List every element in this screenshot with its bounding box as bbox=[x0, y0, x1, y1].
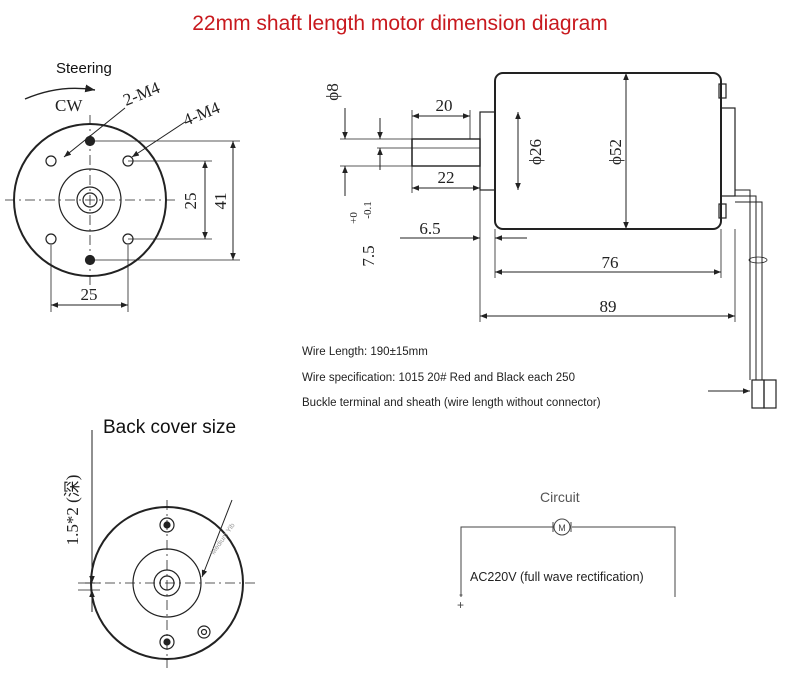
hole-4m4-bl bbox=[45, 233, 57, 245]
dim-phi26-text: ϕ26 bbox=[526, 139, 545, 165]
dim-89-text: 89 bbox=[600, 297, 617, 316]
hole-4m4-text: 4-M4 bbox=[180, 98, 223, 130]
shaft bbox=[411, 138, 481, 167]
back-hole-top bbox=[159, 517, 175, 533]
side-view bbox=[340, 72, 777, 409]
steering-label: Steering bbox=[56, 60, 112, 77]
dim-76-text: 76 bbox=[602, 253, 619, 272]
back-cover-label: Back cover size bbox=[103, 417, 237, 438]
hole-depth-text: 1.5*2 (深) bbox=[63, 475, 82, 546]
terminal-spec: Buckle terminal and sheath (wire length … bbox=[302, 397, 601, 409]
wire-1 bbox=[735, 189, 751, 380]
front-shaft-outer bbox=[76, 186, 104, 214]
wire-2 bbox=[735, 195, 757, 380]
dim-6-5-text: 6.5 bbox=[419, 219, 440, 238]
wire-3 bbox=[735, 201, 763, 380]
dim-25-vertical-text: 25 bbox=[181, 193, 200, 210]
circuit-wire-left bbox=[460, 526, 553, 597]
tol-plus-text: +0 bbox=[348, 212, 360, 224]
watermark-text: Medium Yib bbox=[210, 522, 237, 556]
dim-20-text: 20 bbox=[436, 96, 453, 115]
dim-phi8-text: ϕ8 bbox=[323, 83, 342, 100]
hole-4m4-tl bbox=[45, 155, 57, 167]
hole-2m4-text: 2-M4 bbox=[120, 78, 163, 110]
circuit-supply-label: AC220V (full wave rectification) bbox=[470, 570, 644, 584]
cw-text: CW bbox=[55, 96, 83, 115]
circuit-wire-right bbox=[572, 526, 676, 597]
cw-arrow bbox=[24, 84, 96, 100]
leader-4m4 bbox=[131, 121, 186, 158]
wire-spec: Wire specification: 1015 20# Red and Bla… bbox=[302, 372, 575, 384]
dim-22-text: 22 bbox=[438, 168, 455, 187]
rear-cap bbox=[720, 107, 736, 197]
back-diameter-leader bbox=[201, 499, 233, 578]
connector-1 bbox=[751, 379, 765, 409]
connector-2 bbox=[763, 379, 777, 409]
circuit-title: Circuit bbox=[540, 489, 580, 505]
circuit-minus: - bbox=[459, 587, 463, 601]
front-view bbox=[5, 84, 240, 312]
back-screw bbox=[197, 625, 211, 639]
circuit-diagram bbox=[460, 518, 676, 597]
diagram-title: 22mm shaft length motor dimension diagra… bbox=[192, 12, 608, 35]
tol-minus-text: -0.1 bbox=[362, 201, 374, 218]
circuit-plus: + bbox=[457, 598, 464, 612]
dim-41-vertical-text: 41 bbox=[211, 193, 230, 210]
wire-length-spec: Wire Length: 190±15mm bbox=[302, 346, 428, 358]
dim-25-horizontal-text: 25 bbox=[81, 285, 98, 304]
dim-7-5-text: 7.5 bbox=[359, 245, 378, 266]
rear-tab-top bbox=[718, 83, 727, 99]
back-hole-bottom bbox=[159, 634, 175, 650]
motor-symbol bbox=[553, 518, 571, 536]
dim-phi52-text: ϕ52 bbox=[606, 139, 625, 165]
front-boss bbox=[479, 111, 496, 191]
front-shaft-inner bbox=[82, 192, 98, 208]
leader-2m4 bbox=[63, 107, 126, 158]
rear-tab-bottom bbox=[718, 203, 727, 219]
motor-symbol-text: M bbox=[558, 523, 566, 533]
back-view bbox=[78, 430, 255, 668]
